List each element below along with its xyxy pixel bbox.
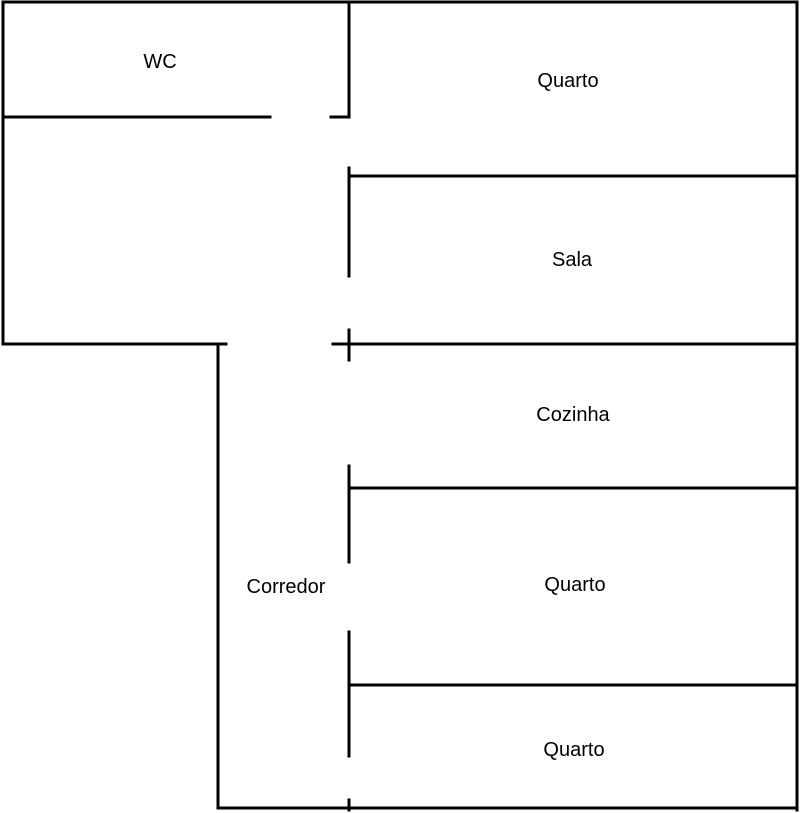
- room-label-wc: WC: [143, 51, 177, 73]
- room-label-quarto-middle: Quarto: [544, 574, 606, 596]
- room-label-quarto-top: Quarto: [537, 70, 599, 92]
- room-label-sala: Sala: [551, 249, 593, 271]
- room-label-corredor: Corredor: [246, 576, 326, 598]
- room-label-cozinha: Cozinha: [536, 404, 610, 426]
- room-label-quarto-bottom: Quarto: [543, 739, 605, 761]
